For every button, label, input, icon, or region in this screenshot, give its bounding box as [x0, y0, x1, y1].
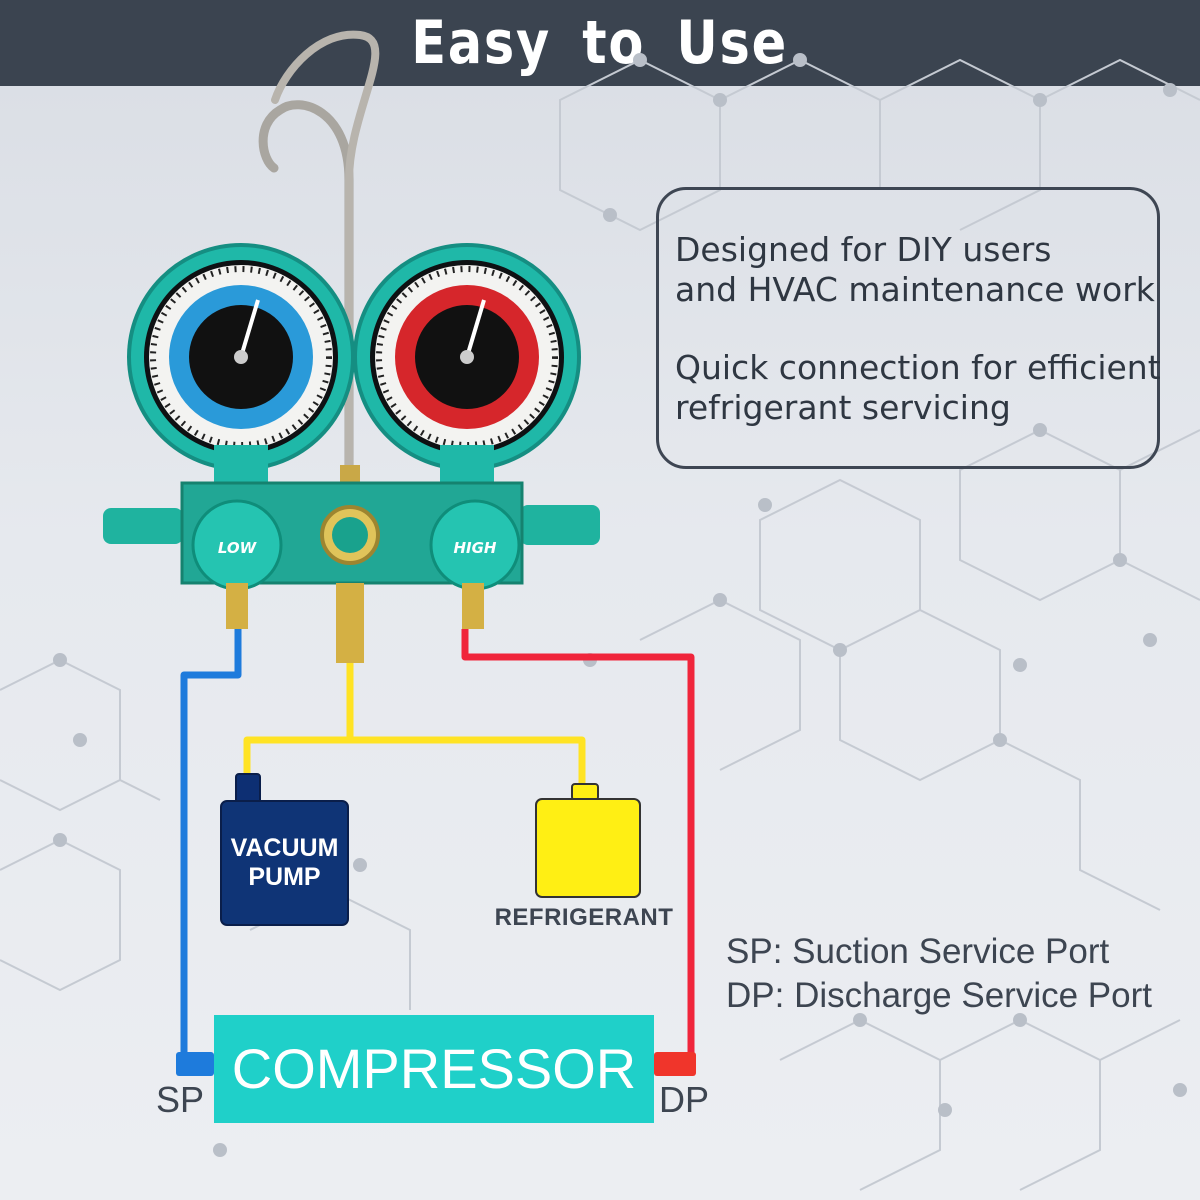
vacuum-pump-label: VACUUM PUMP [221, 834, 348, 892]
compressor-label: COMPRESSOR [231, 1037, 637, 1100]
feature-1-line-2: and HVAC maintenance work [675, 270, 1155, 309]
legend-sp: SP: Suction Service Port [726, 932, 1110, 971]
feature-1-line-1: Designed for DIY users [675, 230, 1052, 269]
high-pressure-gauge [353, 243, 581, 483]
dp-port-label: DP [659, 1079, 710, 1120]
vacuum-pump-box [220, 800, 349, 926]
title-banner: Easy to Use [0, 0, 1200, 86]
compressor-box [214, 1015, 654, 1123]
hexagon-node-dots [53, 53, 1187, 1157]
manifold-body [103, 481, 600, 663]
high-valve-label: HIGH [453, 539, 496, 557]
vacuum-pump-port [235, 773, 261, 805]
port-legend: SP: Suction Service Port DP: Discharge S… [726, 930, 1152, 1018]
vacuum-pump-label-line-1: VACUUM [230, 834, 339, 862]
refrigerant-port [571, 783, 599, 801]
low-valve-label: LOW [218, 539, 258, 557]
feature-paragraph-2: Quick connection for efficient refrigera… [675, 348, 1161, 428]
sp-port-marker [176, 1052, 214, 1076]
features-callout-box: Designed for DIY users and HVAC maintena… [656, 187, 1161, 469]
hanging-hook [258, 100, 354, 475]
dp-port-marker [654, 1052, 696, 1076]
discharge-line-red [461, 629, 695, 1062]
feature-2-line-1: Quick connection for efficient [675, 348, 1161, 387]
feature-paragraph-1: Designed for DIY users and HVAC maintena… [675, 230, 1157, 310]
page-title: Easy to Use [411, 8, 789, 78]
service-line-yellow [243, 663, 354, 778]
vacuum-pump-label-line-2: PUMP [248, 863, 321, 891]
legend-dp: DP: Discharge Service Port [726, 976, 1152, 1015]
feature-2-line-2: refrigerant servicing [675, 388, 1011, 427]
suction-line-blue [180, 629, 242, 1062]
low-pressure-gauge [127, 243, 355, 483]
sp-port-label: SP [156, 1079, 205, 1120]
refrigerant-label: REFRIGERANT [494, 904, 674, 931]
refrigerant-box [535, 798, 641, 898]
